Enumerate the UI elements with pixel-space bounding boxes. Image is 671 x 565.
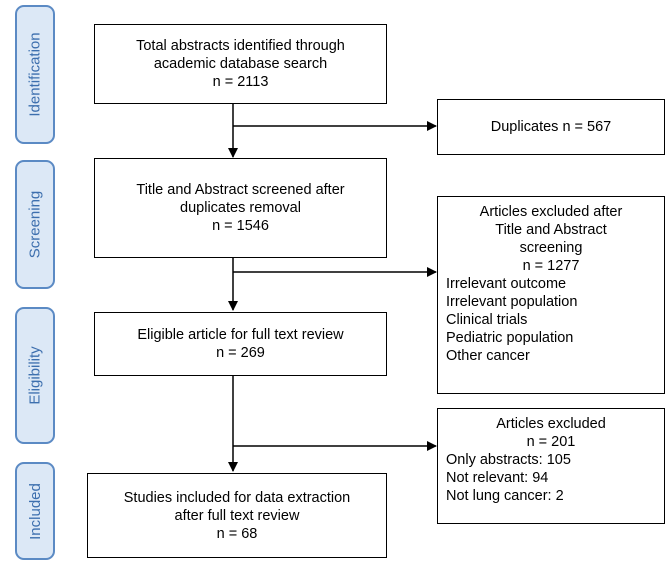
box-header-line: Articles excluded: [496, 416, 606, 432]
box-count: n = 2113: [212, 74, 269, 90]
stage-eligibility: Eligibility: [15, 307, 55, 444]
box-excluded-fulltext: Articles excluded n = 201 Only abstracts…: [437, 408, 665, 524]
box-text: Eligible article for full text review: [137, 327, 344, 343]
box-identified: Total abstracts identified through acade…: [94, 24, 387, 104]
box-count: n = 1277: [522, 258, 580, 274]
exclusion-reason: Only abstracts: 105: [446, 452, 571, 468]
box-text: Title and Abstract screened after: [136, 182, 345, 198]
box-text: after full text review: [174, 507, 300, 524]
exclusion-reason: Clinical trials: [446, 312, 528, 328]
box-text: Duplicates n = 567: [490, 119, 612, 135]
box-count: n = 201: [526, 434, 576, 450]
box-count: n = 269: [216, 345, 265, 361]
box-included: Studies included for data extraction aft…: [87, 473, 387, 558]
box-eligible: Eligible article for full text review n …: [94, 312, 387, 376]
box-excluded-screening: Articles excluded after Title and Abstra…: [437, 196, 665, 394]
exclusion-reason: Other cancer: [446, 348, 530, 364]
box-screened: Title and Abstract screened after duplic…: [94, 158, 387, 258]
exclusion-reason: Not relevant: 94: [446, 470, 549, 486]
stage-identification: Identification: [15, 5, 55, 144]
exclusion-reason: Not lung cancer: 2: [446, 488, 564, 504]
box-text: Total abstracts identified through: [136, 38, 345, 54]
box-duplicates: Duplicates n = 567: [437, 99, 665, 155]
box-header-line: Title and Abstract: [495, 222, 607, 238]
exclusion-reason: Irrelevant population: [446, 294, 578, 310]
exclusion-reason: Pediatric population: [446, 330, 574, 346]
box-count: n = 1546: [212, 218, 269, 234]
box-text: duplicates removal: [180, 200, 301, 216]
box-header-line: screening: [519, 240, 583, 256]
stage-screening: Screening: [15, 160, 55, 289]
box-header-line: Articles excluded after: [479, 204, 623, 220]
box-text: academic database search: [153, 56, 328, 72]
stage-included: Included: [15, 462, 55, 560]
box-count: n = 68: [216, 525, 258, 542]
exclusion-reason: Irrelevant outcome: [446, 276, 567, 292]
box-text: Studies included for data extraction: [123, 489, 351, 506]
